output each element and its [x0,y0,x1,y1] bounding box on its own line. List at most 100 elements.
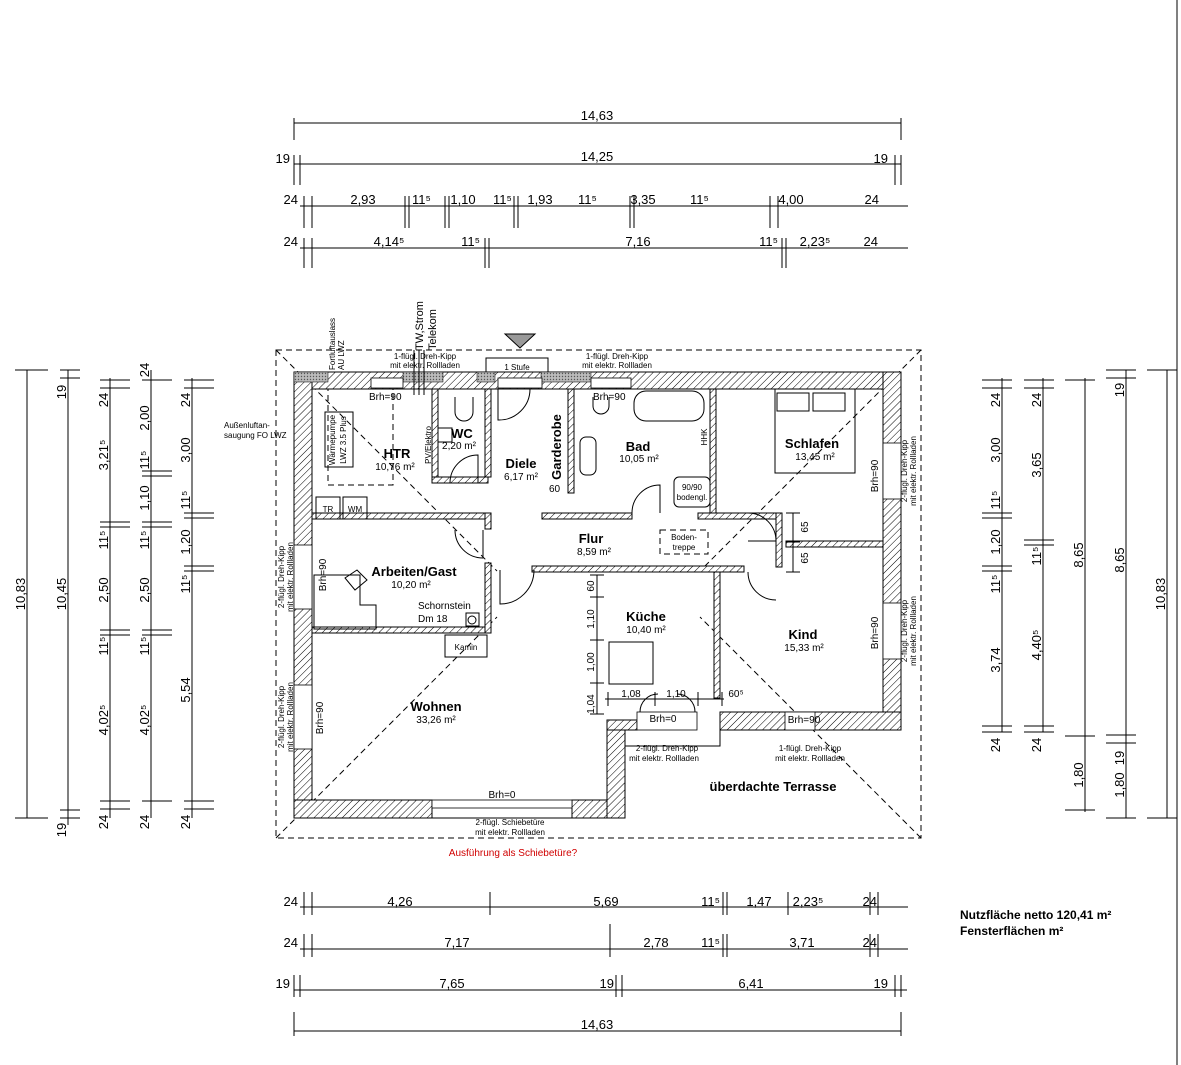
dim-label: 24 [284,192,298,207]
supply-label: Telekom [427,309,439,350]
sill-label: Brh=90 [788,715,821,726]
dryer-label: TR [323,505,334,514]
sill-label: Brh=90 [369,392,402,403]
sill-heights: Brh=90 Brh=90 Brh=90 Brh=90 Brh=90 Brh=9… [315,392,881,801]
dim-label: 7,16 [625,234,650,249]
dim-label: 11⁵ [137,637,152,656]
chimney-diameter: Dm 18 [418,614,448,625]
room-name-kueche: Küche [626,609,666,624]
window-kueche [636,711,698,731]
window-note: 2-flügl. Dreh-Kipp [900,599,909,662]
entrance-step [485,357,549,372]
room-area-wohnen: 33,26 m² [416,715,456,726]
room-area-kueche: 10,40 m² [626,625,666,636]
dim-label: 4,14⁵ [374,234,405,249]
dim-label: 11⁵ [178,575,193,594]
window-note: mit elektr. Rollladen [390,361,460,370]
dryer [315,496,341,520]
dim-label: 3,65 [1029,452,1044,477]
dim-label: 10,83 [1153,578,1168,611]
chair-icon [344,569,368,591]
bathtub-icon [633,390,705,422]
window-note: 2-flügl. Dreh-Kipp [277,545,286,608]
dim-label: 2,50 [137,577,152,602]
dim-label: 4,00 [778,192,803,207]
net-area-summary: Nutzfläche netto 120,41 m² [960,908,1111,922]
dim-label: 1,93 [527,192,552,207]
dim-label: 5,69 [593,894,618,909]
dim-label: 19 [1112,383,1127,397]
dim-label: 11⁵ [461,234,480,249]
room-name-garderobe: Garderobe [549,414,564,480]
dim-label: 8,65 [1071,542,1086,567]
dim-label: 24 [1029,738,1044,752]
shower-size: 90/90 [682,483,703,492]
dim-label: 24 [284,894,298,909]
dim-label: 4,02⁵ [96,705,111,736]
exhaust-label: Fortluftauslass [328,318,337,370]
dim-label: 4,02⁵ [137,705,152,736]
room-name-wc: WC [451,426,473,441]
sill-label: Brh=90 [870,459,881,492]
window-note: mit elektr. Rollladen [775,754,845,763]
window-note: mit elektr. Rollladen [629,754,699,763]
dim-label: 3,00 [178,437,193,462]
dim-label: 1,10 [666,689,686,700]
dim-label: 24 [988,738,1003,752]
dim-label: 19 [276,976,290,991]
room-area-flur: 8,59 m² [577,547,612,558]
dim-top-total: 14,63 [581,108,614,123]
window-note: 2-flügl. Schiebetüre [476,818,545,827]
dim-label: 11⁵ [1029,547,1044,566]
window-note: mit elektr. Rollladen [286,542,295,612]
window-wohnen [293,684,313,750]
dim-label: 19 [1112,751,1127,765]
dim-label: 2,78 [643,935,668,950]
dim-label: 11⁵ [988,575,1003,594]
dim-label: 14,63 [581,1017,614,1032]
window-note: 2-flügl. Dreh-Kipp [636,744,699,753]
dim-label: 19 [874,151,888,166]
window-schlafen [882,442,902,500]
htr-equipment-zone [327,388,394,486]
dim-label: 4,40⁵ [1029,630,1044,661]
sill-label: Brh=90 [318,558,329,591]
exhaust-label: AU LWZ [337,340,346,370]
dim-label: 24 [137,363,152,377]
dim-label: 1,04 [586,694,597,714]
heat-pump-model: LWZ 3.5 Plus [339,416,348,463]
room-name-wohnen: Wohnen [410,699,461,714]
dim-label: 11⁵ [701,894,720,909]
dim-label: 24 [178,815,193,829]
dim-label: 24 [1029,393,1044,407]
room-area-htr: 10,76 m² [375,462,415,473]
dim-label: 6,41 [738,976,763,991]
window-kind-bottom [784,711,816,731]
intake-label: saugung FO LWZ [224,431,287,440]
dim-label: 24 [96,393,111,407]
dim-label: 60 [586,580,597,592]
fixtures: Wärmepumpe LWZ 3.5 Plus TR WM 90/90 bode… [313,388,856,685]
dim-label: 11⁵ [701,935,720,950]
room-name-flur: Flur [579,531,604,546]
dim-label: 3,74 [988,647,1003,672]
dim-label: 1,10 [586,609,597,629]
room-area-schlafen: 13,45 m² [795,452,835,463]
dim-label: 10,83 [13,578,28,611]
sill-label: Brh=0 [650,714,677,725]
dim-label: 11⁵ [96,531,111,550]
dim-label: 11⁵ [493,192,512,207]
fireplace-label: Kamin [455,643,478,652]
room-name-htr: HTR [384,446,411,461]
kitchen-island-icon [608,641,654,685]
dim-label: 24 [96,815,111,829]
room-name-diele: Diele [505,456,536,471]
sliding-door-question: Ausführung als Schiebetüre? [449,848,578,859]
right-dimension-chains: 24 3,00 11⁵ 1,20 11⁵ 3,74 24 24 3,65 11⁵… [982,369,1177,819]
dim-label: 2,23⁵ [793,894,824,909]
dim-label: 24 [865,192,879,207]
attic-stairs-label: Boden- [671,533,697,542]
dim-label: 19 [54,385,69,399]
dim-label: 11⁵ [412,192,431,207]
terrace-label: überdachte Terrasse [710,779,837,794]
